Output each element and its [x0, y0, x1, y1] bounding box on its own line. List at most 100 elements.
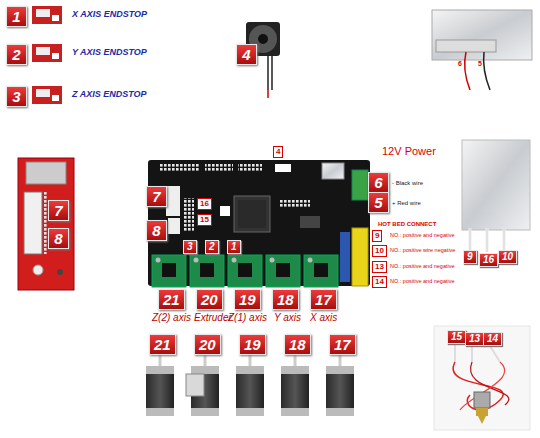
- callout-number: 6: [368, 172, 389, 193]
- stepper-driver: [152, 255, 186, 287]
- extruder-motor: [191, 366, 219, 374]
- stepper-motor: [236, 366, 264, 416]
- callout-number: 16: [197, 198, 212, 210]
- endstop-board: [32, 6, 62, 24]
- lcd-controller: [57, 269, 63, 275]
- callout-number: 10: [498, 250, 517, 264]
- hotend: [460, 362, 505, 410]
- cooling-fan: [267, 90, 269, 98]
- axis-label: Z(1) axis: [228, 313, 267, 323]
- mainboard: [352, 228, 368, 286]
- stepper-motor: [236, 366, 264, 374]
- callout-number: 13: [465, 332, 484, 346]
- stepper-driver: [266, 255, 300, 287]
- axis-label: X axis: [310, 313, 337, 323]
- stepper-motor: [326, 408, 354, 416]
- endstop-board: [52, 15, 59, 21]
- stepper-driver: [156, 258, 161, 263]
- hotend: [478, 416, 486, 424]
- stepper-motor: [326, 366, 354, 374]
- cooling-fan: [258, 34, 268, 44]
- mainboard: [160, 164, 200, 172]
- endstop-board: [32, 6, 62, 24]
- part-label: Z AXIS ENDSTOP: [72, 90, 147, 99]
- callout-number: 18: [272, 289, 299, 310]
- endstop-board: [32, 44, 62, 62]
- stepper-driver: [304, 255, 338, 287]
- heated-bed: [470, 228, 504, 252]
- extruder-motor: [191, 408, 219, 416]
- heated-bed: [462, 140, 530, 252]
- hotend: [476, 408, 488, 416]
- stepper-driver: [200, 263, 214, 277]
- hotend: [455, 345, 500, 362]
- mainboard: [238, 200, 266, 228]
- stepper-driver: [270, 258, 275, 263]
- mainboard: [184, 198, 194, 232]
- callout-number: 3: [6, 86, 27, 107]
- stepper-driver: [304, 255, 338, 287]
- wire-note: - Black wire: [392, 180, 423, 186]
- lcd-controller: [24, 192, 42, 254]
- stepper-motor: [326, 355, 354, 416]
- part-label: Y AXIS ENDSTOP: [72, 48, 147, 57]
- mainboard: [220, 206, 230, 216]
- stepper-motor: [326, 366, 354, 416]
- callout-number: 4: [273, 146, 283, 158]
- pin-note: NO.: positive and negative: [390, 279, 455, 285]
- callout-number: 10: [372, 245, 387, 257]
- stepper-motor: [236, 408, 264, 416]
- lcd-controller: [18, 158, 74, 290]
- wire-note: + Red wire: [392, 200, 421, 206]
- pin-note: NO.: positive and negative: [390, 264, 455, 270]
- power-supply: [432, 10, 532, 90]
- stepper-driver: [314, 263, 328, 277]
- mainboard: [352, 170, 368, 200]
- callout-number: 2: [205, 240, 219, 254]
- callout-number: 2: [6, 44, 27, 65]
- stepper-driver: [162, 263, 176, 277]
- wire-number: 5: [478, 60, 482, 67]
- axis-label: Z(2) axis: [152, 313, 191, 323]
- pin-note: NO.: positive and negative: [390, 233, 455, 239]
- endstop-board: [32, 86, 62, 104]
- callout-number: 9: [372, 230, 382, 242]
- stepper-motor: [281, 408, 309, 416]
- power-supply: [465, 52, 470, 90]
- callout-number: 13: [372, 261, 387, 273]
- wire-number: 6: [458, 60, 462, 67]
- stepper-driver: [308, 258, 313, 263]
- power-supply: [432, 10, 532, 60]
- mainboard: [148, 160, 370, 286]
- stepper-motor: [146, 355, 174, 416]
- stepper-motor: [146, 408, 174, 416]
- heated-bed: [470, 228, 504, 252]
- mainboard: [148, 160, 370, 286]
- stepper-driver: [266, 255, 300, 287]
- mainboard: [340, 232, 350, 282]
- part-label: X AXIS ENDSTOP: [72, 10, 147, 19]
- pin-note: NO.: positive wire negative: [390, 248, 455, 254]
- power-label: 12V Power: [382, 146, 436, 157]
- callout-number: 14: [483, 332, 502, 346]
- callout-number: 20: [194, 334, 221, 355]
- endstop-board: [52, 95, 59, 101]
- axis-label: Y axis: [274, 313, 301, 323]
- stepper-driver: [194, 258, 199, 263]
- hotend: [434, 326, 530, 430]
- mainboard: [238, 164, 262, 172]
- mainboard: [205, 164, 233, 172]
- callout-number: 17: [310, 289, 337, 310]
- callout-number: 16: [479, 253, 498, 267]
- mainboard: [166, 186, 180, 216]
- lcd-controller: [18, 158, 74, 290]
- section-label: HOT BED CONNECT: [378, 221, 436, 227]
- callout-number: 7: [48, 200, 69, 221]
- axis-label: Extruder: [194, 313, 232, 323]
- stepper-driver: [152, 255, 186, 287]
- stepper-driver: [228, 255, 262, 287]
- mainboard: [300, 216, 320, 228]
- lcd-controller: [33, 265, 43, 275]
- hotend: [453, 362, 503, 410]
